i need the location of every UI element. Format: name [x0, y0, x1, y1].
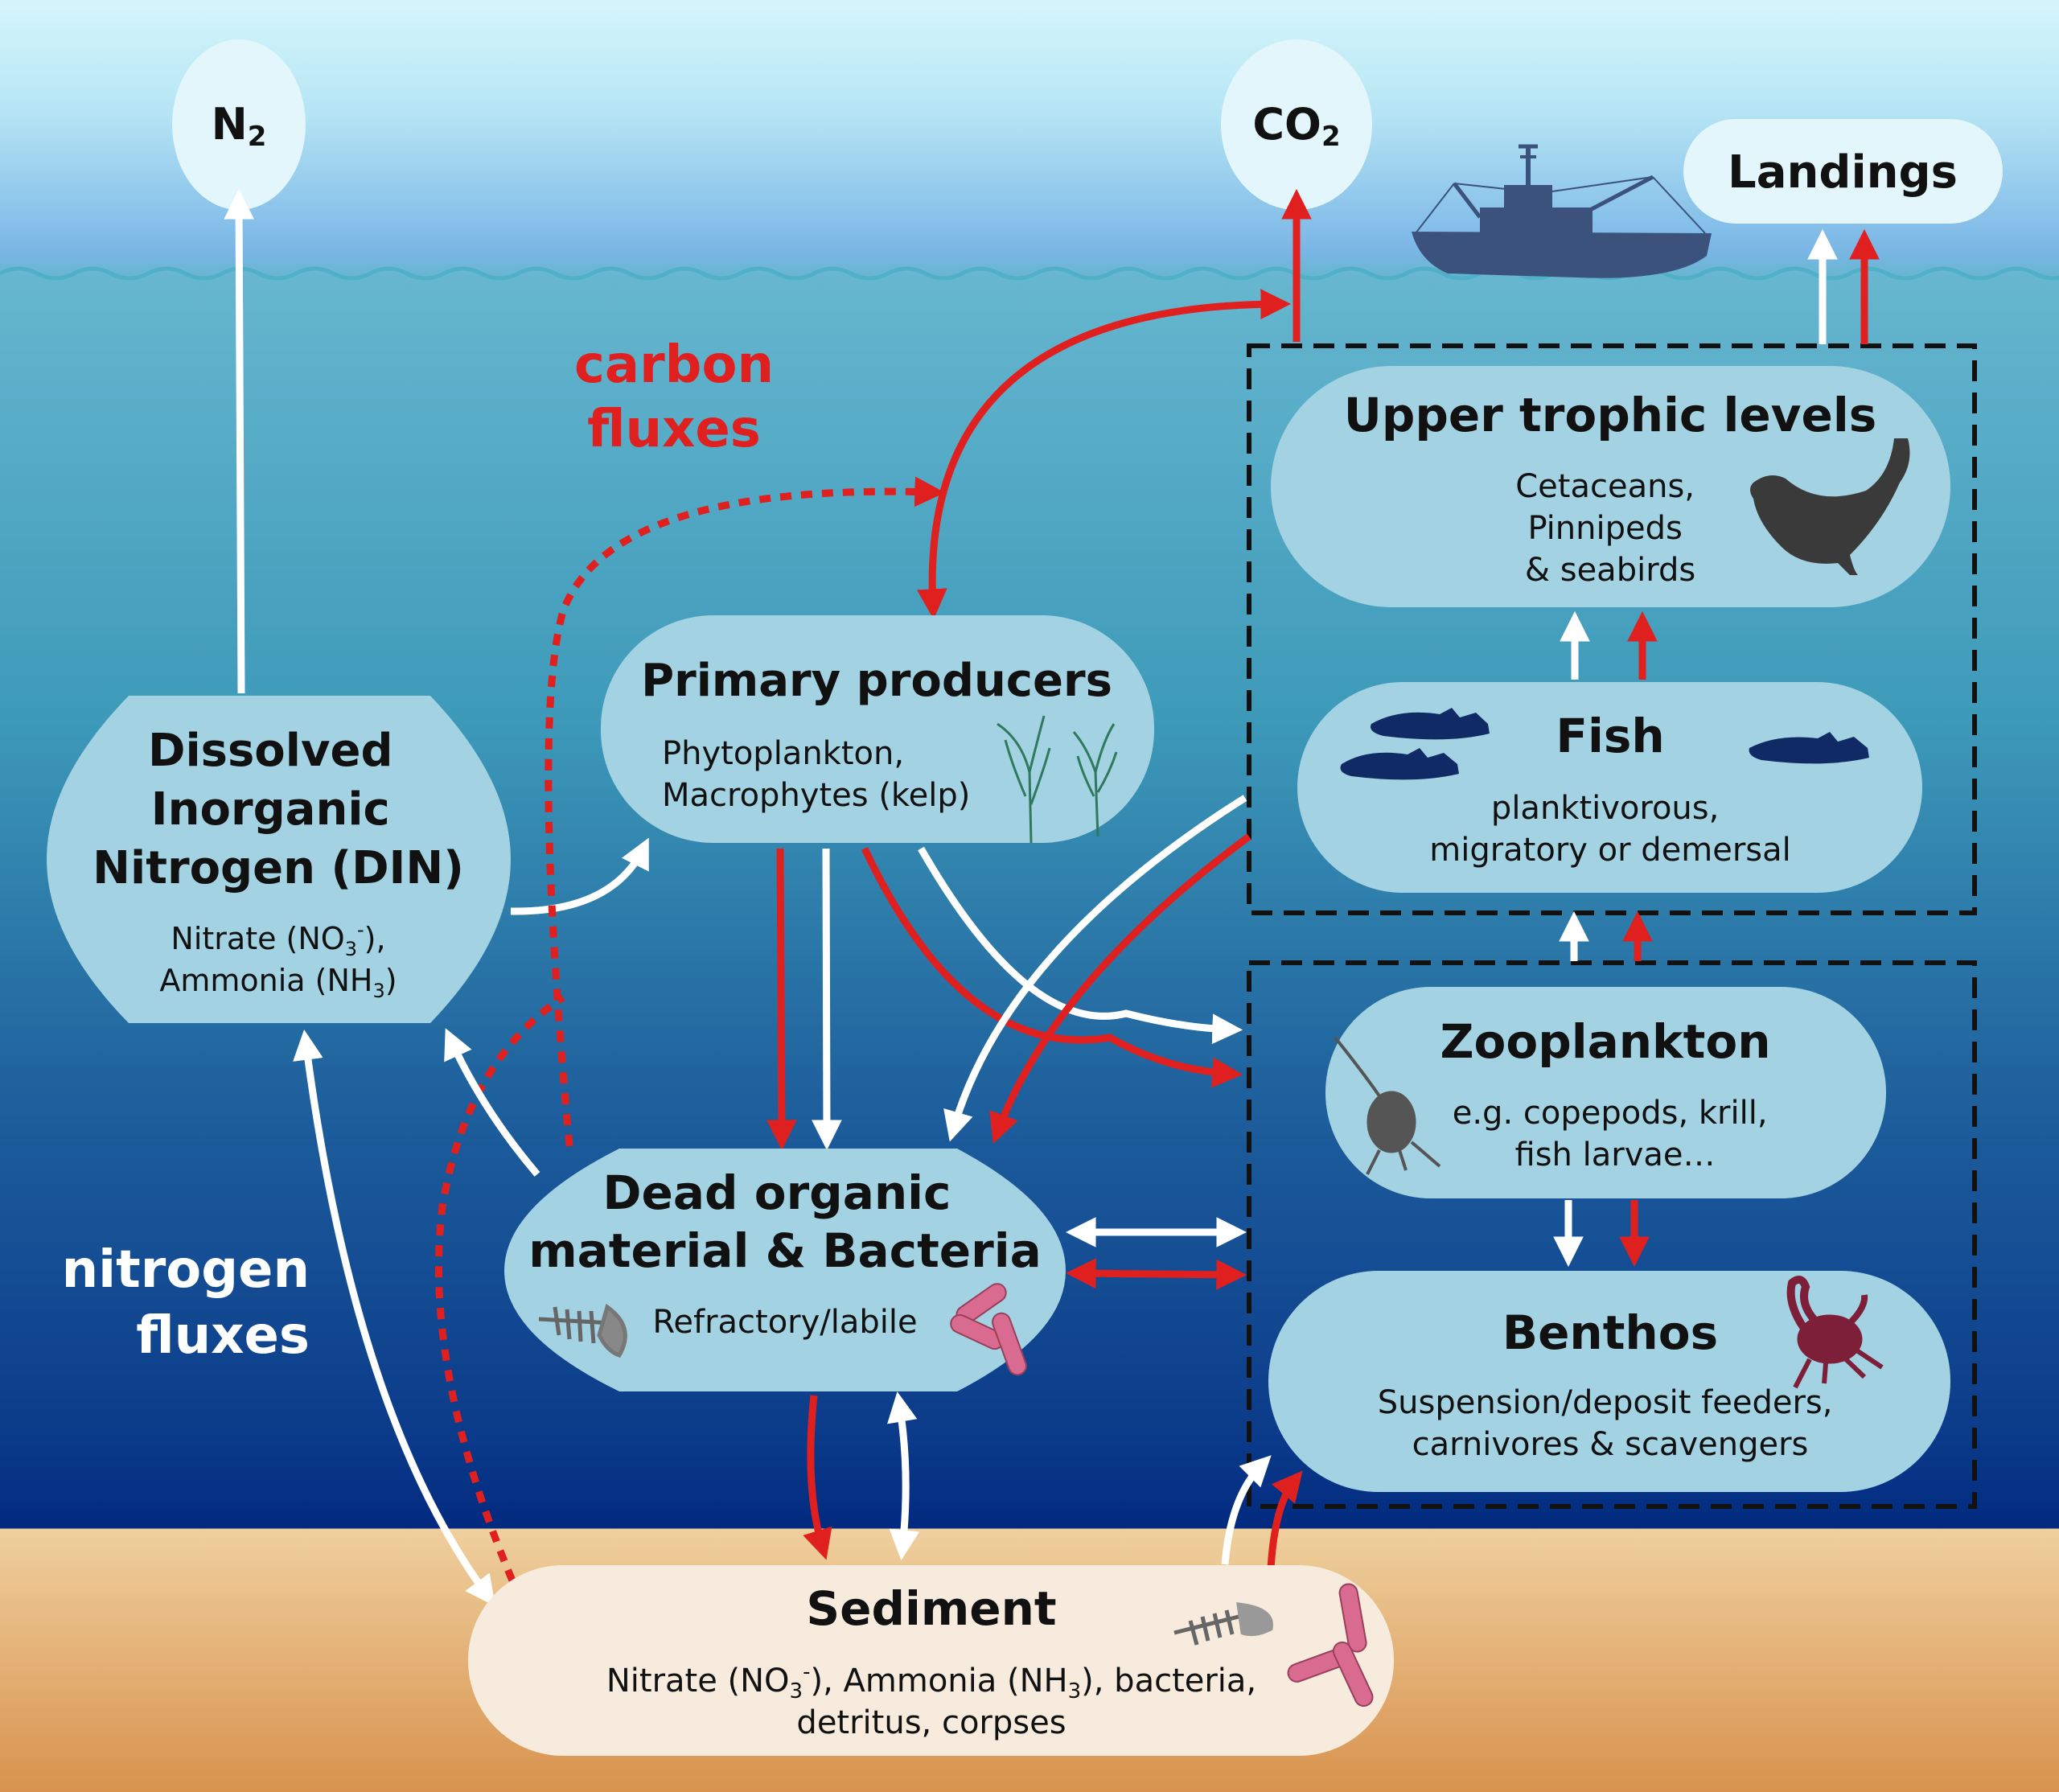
fish-skeleton-icon — [538, 1303, 627, 1358]
fish-node[interactable]: Fish planktivorous, migratory or demersa… — [1297, 682, 1922, 893]
zoo-benthos-group-box — [1247, 960, 1977, 1509]
n2-node[interactable]: N2 — [172, 39, 306, 210]
benthos-title: Benthos — [1502, 1305, 1718, 1360]
zoo-title: Zooplankton — [1440, 1014, 1770, 1069]
arrow-primary-to-dead-nitrogen — [812, 848, 842, 1151]
arrow-din-to-n2 — [224, 188, 255, 694]
arrow-dead-zoo-carbon — [1065, 1258, 1247, 1290]
copepod-icon — [1334, 1036, 1441, 1175]
zooplankton-node[interactable]: Zooplankton e.g. copepods, krill, fish l… — [1325, 987, 1886, 1198]
upper-detail: Cetaceans, Pinnipeds & seabirds — [1515, 468, 1704, 589]
co2-node[interactable]: CO2 — [1221, 39, 1372, 210]
din-node[interactable]: Dissolved Inorganic Nitrogen (DIN) Nitra… — [47, 696, 511, 1023]
dead-organic-node[interactable]: Dead organic material & Bacteria Refract… — [504, 1149, 1066, 1391]
arrow-sediment-to-benthos-carbon — [1267, 1470, 1303, 1569]
fish-icon — [1340, 708, 1869, 780]
upper-trophic-node[interactable]: Upper trophic levels Cetaceans, Pinniped… — [1271, 366, 1950, 607]
sediment-detail-line1: Nitrate (NO3-), Ammonia (NH3), bacteria, — [606, 1660, 1256, 1704]
upper-title: Upper trophic levels — [1344, 388, 1876, 442]
arrow-din-to-primary — [510, 837, 649, 915]
arrow-primary-co2-exchange — [916, 289, 1292, 620]
water-surface-wave — [0, 266, 2059, 281]
primary-producers-node[interactable]: Primary producers Phytoplankton, Macroph… — [601, 615, 1154, 844]
dead-title: Dead organic material & Bacteria — [528, 1165, 1042, 1278]
sediment-bacteria-icon — [1287, 1583, 1374, 1708]
seal-icon — [1750, 438, 1910, 575]
din-detail-line2: Ammonia (NH3) — [159, 963, 397, 1002]
arrow-primary-to-dead-carbon — [766, 848, 797, 1151]
primary-title: Primary producers — [641, 655, 1112, 707]
crab-icon — [1786, 1276, 1884, 1389]
fish-detail: planktivorous, migratory or demersal — [1429, 790, 1791, 869]
arrow-primary-to-zoo-carbon — [861, 847, 1243, 1088]
arrow-primary-to-zoo-nitrogen — [918, 846, 1243, 1045]
benthos-node[interactable]: Benthos Suspension/deposit feeders, carn… — [1268, 1271, 1950, 1492]
din-title: Dissolved Inorganic Nitrogen (DIN) — [92, 725, 464, 894]
landings-label: Landings — [1728, 146, 1958, 199]
zoo-detail: e.g. copepods, krill, fish larvae… — [1453, 1095, 1778, 1173]
primary-detail: Phytoplankton, Macrophytes (kelp) — [662, 735, 970, 814]
fish-title: Fish — [1556, 709, 1664, 763]
fish-upper-group-box — [1247, 343, 1977, 915]
arrow-dead-to-primary-dotted — [545, 476, 946, 1147]
arrow-dead-to-sediment-carbon — [803, 1395, 832, 1560]
sediment-detail-line2: detritus, corpses — [796, 1704, 1066, 1741]
landings-node[interactable]: Landings — [1683, 119, 2003, 224]
co2-label: CO2 — [1252, 99, 1340, 153]
n2-label: N2 — [212, 99, 267, 153]
arrow-sediment-din — [293, 1030, 496, 1607]
benthos-detail: Suspension/deposit feeders, carnivores &… — [1378, 1384, 1843, 1463]
arrow-fish-to-dead-nitrogen — [943, 795, 1247, 1142]
sediment-node[interactable]: Sediment Nitrate (NO3-), Ammonia (NH3), … — [468, 1565, 1394, 1756]
dead-detail: Refractory/labile — [652, 1304, 917, 1341]
din-detail-line1: Nitrate (NO3-), — [171, 919, 385, 960]
arrow-dead-sediment-nitrogen — [887, 1391, 920, 1561]
fishing-boat-icon — [1412, 144, 1712, 278]
sediment-title: Sediment — [806, 1581, 1056, 1636]
kelp-icon — [997, 715, 1118, 844]
flux-arrows — [224, 188, 1880, 1607]
arrow-sediment-to-benthos-nitrogen — [1221, 1455, 1272, 1565]
arrow-fish-to-dead-carbon — [989, 833, 1251, 1145]
sediment-fish-skeleton-icon — [1173, 1602, 1273, 1646]
bacteria-icon — [950, 1283, 1027, 1376]
